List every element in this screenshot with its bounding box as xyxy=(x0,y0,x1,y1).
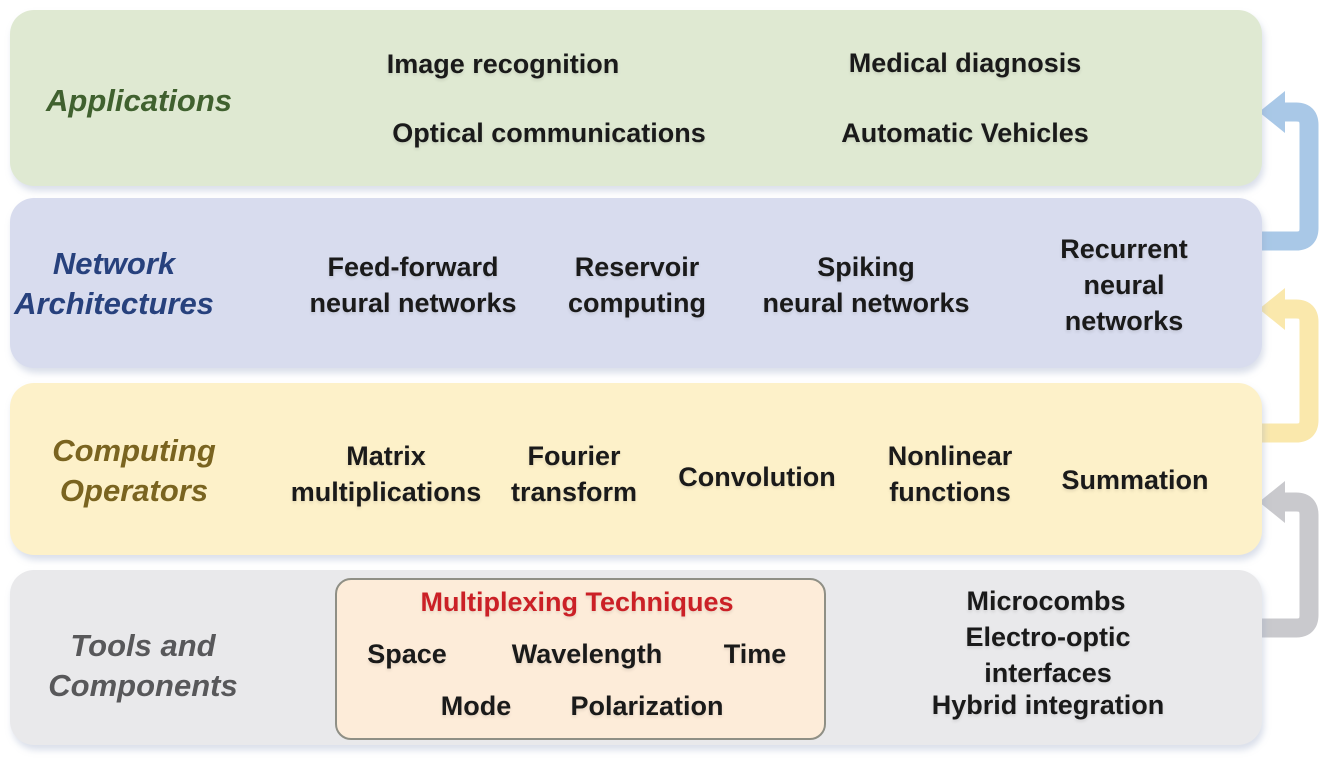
arrow-shaft xyxy=(1262,299,1319,443)
arrow-tools-to-operators xyxy=(1259,481,1319,638)
item-time-multiplexing: Time xyxy=(723,639,787,669)
item-feed-forward-nn: Feed-forward neural networks xyxy=(309,252,517,318)
arrow-operators-to-network xyxy=(1259,288,1319,443)
band-computing-operators xyxy=(10,383,1262,555)
arrow-head-icon xyxy=(1259,288,1285,330)
item-nonlinear-functions: Nonlinear functions xyxy=(887,441,1013,507)
item-automatic-vehicles: Automatic Vehicles xyxy=(841,118,1089,148)
label-tools-components: Tools and Components xyxy=(48,628,238,703)
arrow-shaft xyxy=(1262,102,1319,251)
multiplexing-box-title: Multiplexing Techniques xyxy=(420,587,734,617)
item-matrix-multiplications: Matrix multiplications xyxy=(290,441,482,507)
arrow-shaft xyxy=(1262,492,1319,638)
item-fourier-transform: Fourier transform xyxy=(510,441,638,507)
item-convolution: Convolution xyxy=(678,462,836,492)
item-optical-communications: Optical communications xyxy=(392,118,706,148)
label-applications: Applications xyxy=(45,83,233,118)
band-applications xyxy=(10,10,1262,186)
item-reservoir-computing: Reservoir computing xyxy=(568,252,706,318)
item-space-multiplexing: Space xyxy=(367,639,447,669)
item-hybrid-integration: Hybrid integration xyxy=(931,690,1165,720)
item-image-recognition: Image recognition xyxy=(386,49,620,79)
item-wavelength-multiplexing: Wavelength xyxy=(511,639,663,669)
band-network-architectures xyxy=(10,198,1262,368)
item-electro-optic-interfaces: Electro-optic interfaces xyxy=(965,622,1131,688)
label-computing-operators: Computing Operators xyxy=(52,433,216,508)
label-network-architectures: Network Architectures xyxy=(14,246,214,321)
arrow-head-icon xyxy=(1259,481,1285,523)
item-summation: Summation xyxy=(1061,465,1209,495)
item-mode-multiplexing: Mode xyxy=(440,691,512,721)
arrow-head-icon xyxy=(1259,91,1285,133)
arrow-network-to-applications xyxy=(1259,91,1319,251)
multiplexing-techniques-box xyxy=(335,578,826,740)
item-medical-diagnosis: Medical diagnosis xyxy=(848,48,1082,78)
item-microcombs: Microcombs xyxy=(966,586,1126,616)
item-polarization-multiplexing: Polarization xyxy=(570,691,724,721)
item-spiking-nn: Spiking neural networks xyxy=(762,252,970,318)
item-recurrent-nn: Recurrent neural networks xyxy=(1060,234,1188,336)
